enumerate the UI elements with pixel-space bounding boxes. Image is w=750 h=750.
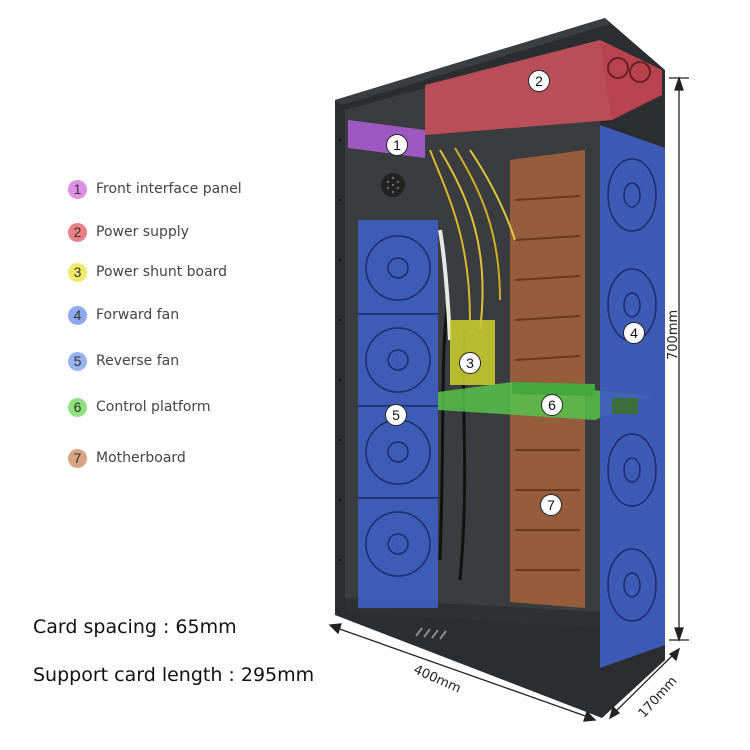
legend-label: Motherboard	[96, 450, 186, 466]
legend-item: 4 Forward fan	[68, 304, 179, 326]
motherboard-shape	[510, 150, 585, 608]
legend-item: 3 Power shunt board	[68, 261, 227, 283]
marker-control-platform: 6	[541, 394, 563, 416]
marker-reverse-fan: 5	[385, 404, 407, 426]
legend-label: Power shunt board	[96, 264, 227, 280]
legend-item: 5 Reverse fan	[68, 350, 179, 372]
legend-label: Reverse fan	[96, 353, 179, 369]
legend-item: 6 Control platform	[68, 396, 211, 418]
legend-item: 2 Power supply	[68, 221, 189, 243]
speaker-grille	[381, 173, 405, 197]
legend-item: 1 Front interface panel	[68, 178, 242, 200]
legend-num: 1	[68, 180, 87, 199]
legend-num: 2	[68, 223, 87, 242]
height-dimension-label: 700mm	[666, 310, 681, 360]
legend-label: Forward fan	[96, 307, 179, 323]
legend-num: 5	[68, 352, 87, 371]
marker-shunt-board: 3	[459, 352, 481, 374]
marker-front-panel: 1	[386, 134, 408, 156]
marker-forward-fan: 4	[623, 322, 645, 344]
support-card-length-text: Support card length : 295mm	[33, 664, 314, 686]
marker-power-supply: 2	[528, 70, 550, 92]
marker-motherboard: 7	[540, 494, 562, 516]
card-spacing-text: Card spacing : 65mm	[33, 616, 237, 638]
legend-num: 3	[68, 263, 87, 282]
forward-fan-panel	[600, 125, 665, 668]
legend-num: 6	[68, 398, 87, 417]
legend-item: 7 Motherboard	[68, 447, 186, 469]
legend-label: Control platform	[96, 399, 211, 415]
legend-label: Front interface panel	[96, 181, 242, 197]
legend-num: 4	[68, 306, 87, 325]
legend-label: Power supply	[96, 224, 189, 240]
legend-num: 7	[68, 449, 87, 468]
